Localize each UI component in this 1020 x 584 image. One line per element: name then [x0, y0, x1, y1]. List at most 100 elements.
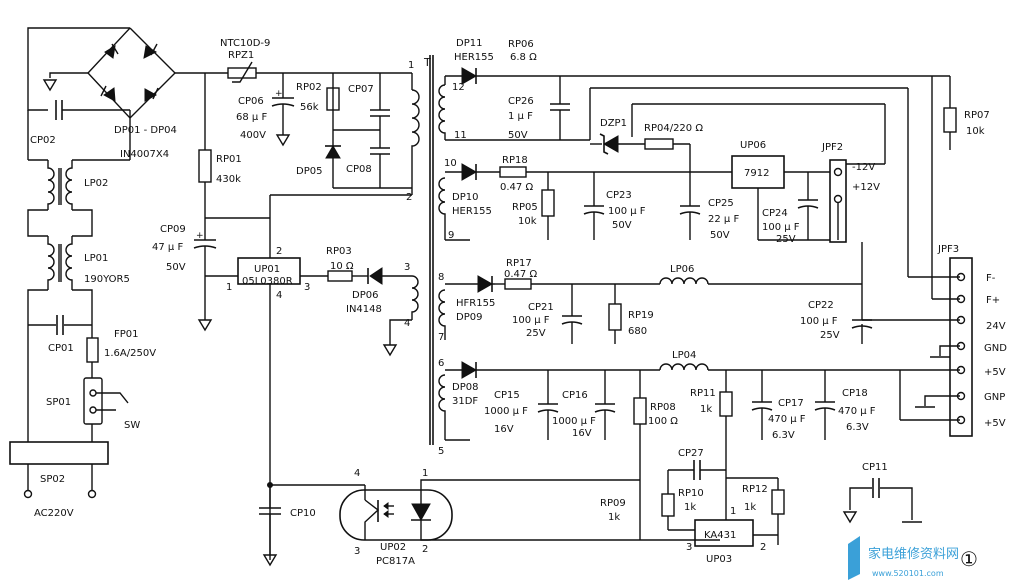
pin-t3: 3	[404, 262, 410, 273]
label-cp18-v: 6.3V	[846, 422, 869, 433]
label-jgnd: GND	[984, 343, 1007, 354]
label-dp09: DP09	[456, 312, 482, 323]
label-dp10: DP10	[452, 192, 478, 203]
label-jpf3: JPF3	[937, 244, 959, 255]
label-rp05: RP05	[512, 202, 538, 213]
label-cp26-val: 1 μ F	[508, 111, 533, 122]
label-rp06-val: 6.8 Ω	[510, 52, 537, 63]
label-rp19-val: 680	[628, 326, 647, 337]
label-rp19: RP19	[628, 310, 654, 321]
resistor-rp11	[719, 391, 733, 417]
label-cp16-val: 1000 μ F	[552, 416, 596, 427]
label-rpz1: RPZ1	[228, 50, 254, 61]
label-dp11-part: HER155	[454, 52, 494, 63]
pin-t5: 5	[438, 446, 444, 457]
resistor-rp10	[661, 493, 675, 517]
label-cp15-val: 1000 μ F	[484, 406, 528, 417]
label-sw: SW	[124, 420, 140, 431]
label-fp01: FP01	[114, 329, 139, 340]
label-cp18-val: 470 μ F	[838, 406, 876, 417]
label-rp11: RP11	[690, 388, 716, 399]
label-cp23: CP23	[606, 190, 632, 201]
label-jpf2: JPF2	[821, 142, 843, 153]
label-cp25: CP25	[708, 198, 734, 209]
ground-icon	[382, 344, 398, 357]
watermark-url: www.520101.com	[872, 569, 944, 578]
label-rp10-val: 1k	[684, 502, 696, 513]
label-cp22: CP22	[808, 300, 834, 311]
resistor-rp02	[326, 87, 340, 111]
label-t: T	[423, 56, 431, 69]
pin-u1-2: 2	[276, 246, 282, 257]
resistor-rp17	[504, 278, 532, 290]
label-cp06-val: 68 μ F	[236, 112, 267, 123]
label-rp11-val: 1k	[700, 404, 712, 415]
label-rp04: RP04/220 Ω	[644, 123, 703, 134]
ground-icon	[275, 134, 291, 147]
label-cp02: CP02	[30, 135, 56, 146]
inductor-lp04	[659, 363, 709, 371]
transformer-t	[411, 55, 434, 445]
svg-text:+: +	[275, 89, 283, 99]
label-rp01: RP01	[216, 154, 242, 165]
label-up02: UP02	[380, 542, 406, 553]
label-rp17-val: 0.47 Ω	[504, 269, 537, 280]
label-7912: 7912	[744, 168, 769, 179]
pin-u3-2: 2	[760, 542, 766, 553]
ic-up01	[237, 257, 301, 285]
label-bridge-part: IN4007X4	[120, 149, 169, 160]
label-up01-part: 05L0380R	[242, 276, 293, 287]
pin-t7: 7	[438, 332, 444, 343]
label-up03: UP03	[706, 554, 732, 565]
watermark-logo-icon	[848, 536, 860, 580]
label-cp06: CP06	[238, 96, 264, 107]
label-rp03-val: 10 Ω	[330, 261, 354, 272]
pin-t2: 2	[406, 192, 412, 203]
label-cp16-v: 16V	[572, 428, 592, 439]
label-cp23-val: 100 μ F	[608, 206, 646, 217]
label-cp26-v: 50V	[508, 130, 528, 141]
label-j5a: +5V	[984, 367, 1006, 378]
label-m12: -12V	[852, 162, 875, 173]
resistor-rp18	[499, 166, 527, 178]
watermark-cn: 家电维修资料网	[868, 546, 959, 562]
label-cp24-val: 100 μ F	[762, 222, 800, 233]
ground-icon	[42, 79, 58, 92]
label-rp18-val: 0.47 Ω	[500, 182, 533, 193]
label-lp01: LP01	[84, 253, 108, 264]
label-ntc: NTC10D-9	[220, 38, 270, 49]
ground-icon	[197, 319, 213, 332]
label-dp06: DP06	[352, 290, 378, 301]
label-cp26: CP26	[508, 96, 534, 107]
resistor-rp07	[943, 107, 957, 133]
label-circle-num: ①	[960, 547, 978, 571]
label-cp27: CP27	[678, 448, 704, 459]
label-dp05: DP05	[296, 166, 322, 177]
pin-t6: 6	[438, 358, 444, 369]
label-cp11: CP11	[862, 462, 888, 473]
label-cp22-v: 25V	[820, 330, 840, 341]
label-rp06: RP06	[508, 39, 534, 50]
label-cp17-val: 470 μ F	[768, 414, 806, 425]
pin-t4: 4	[404, 318, 410, 329]
label-cp06-v: 400V	[240, 130, 266, 141]
label-cp15-v: 16V	[494, 424, 514, 435]
pin-u2-4: 4	[354, 468, 360, 479]
label-bridge: DP01 - DP04	[114, 125, 177, 136]
switch-sp01	[83, 377, 103, 425]
label-rp12-val: 1k	[744, 502, 756, 513]
label-rp07: RP07	[964, 110, 990, 121]
label-ac: AC220V	[34, 508, 74, 519]
inductor-lp06	[659, 277, 709, 285]
label-rp17: RP17	[506, 258, 532, 269]
resistor-rp03	[327, 270, 353, 282]
connector-sp02	[9, 441, 109, 465]
pin-u1-1: 1	[226, 282, 232, 293]
fuse-fp01	[86, 337, 99, 363]
svg-text:+: +	[196, 231, 204, 241]
ground-icon	[262, 554, 278, 567]
label-rp02: RP02	[296, 82, 322, 93]
label-p12: +12V	[852, 182, 880, 193]
ground-icon	[842, 511, 858, 524]
